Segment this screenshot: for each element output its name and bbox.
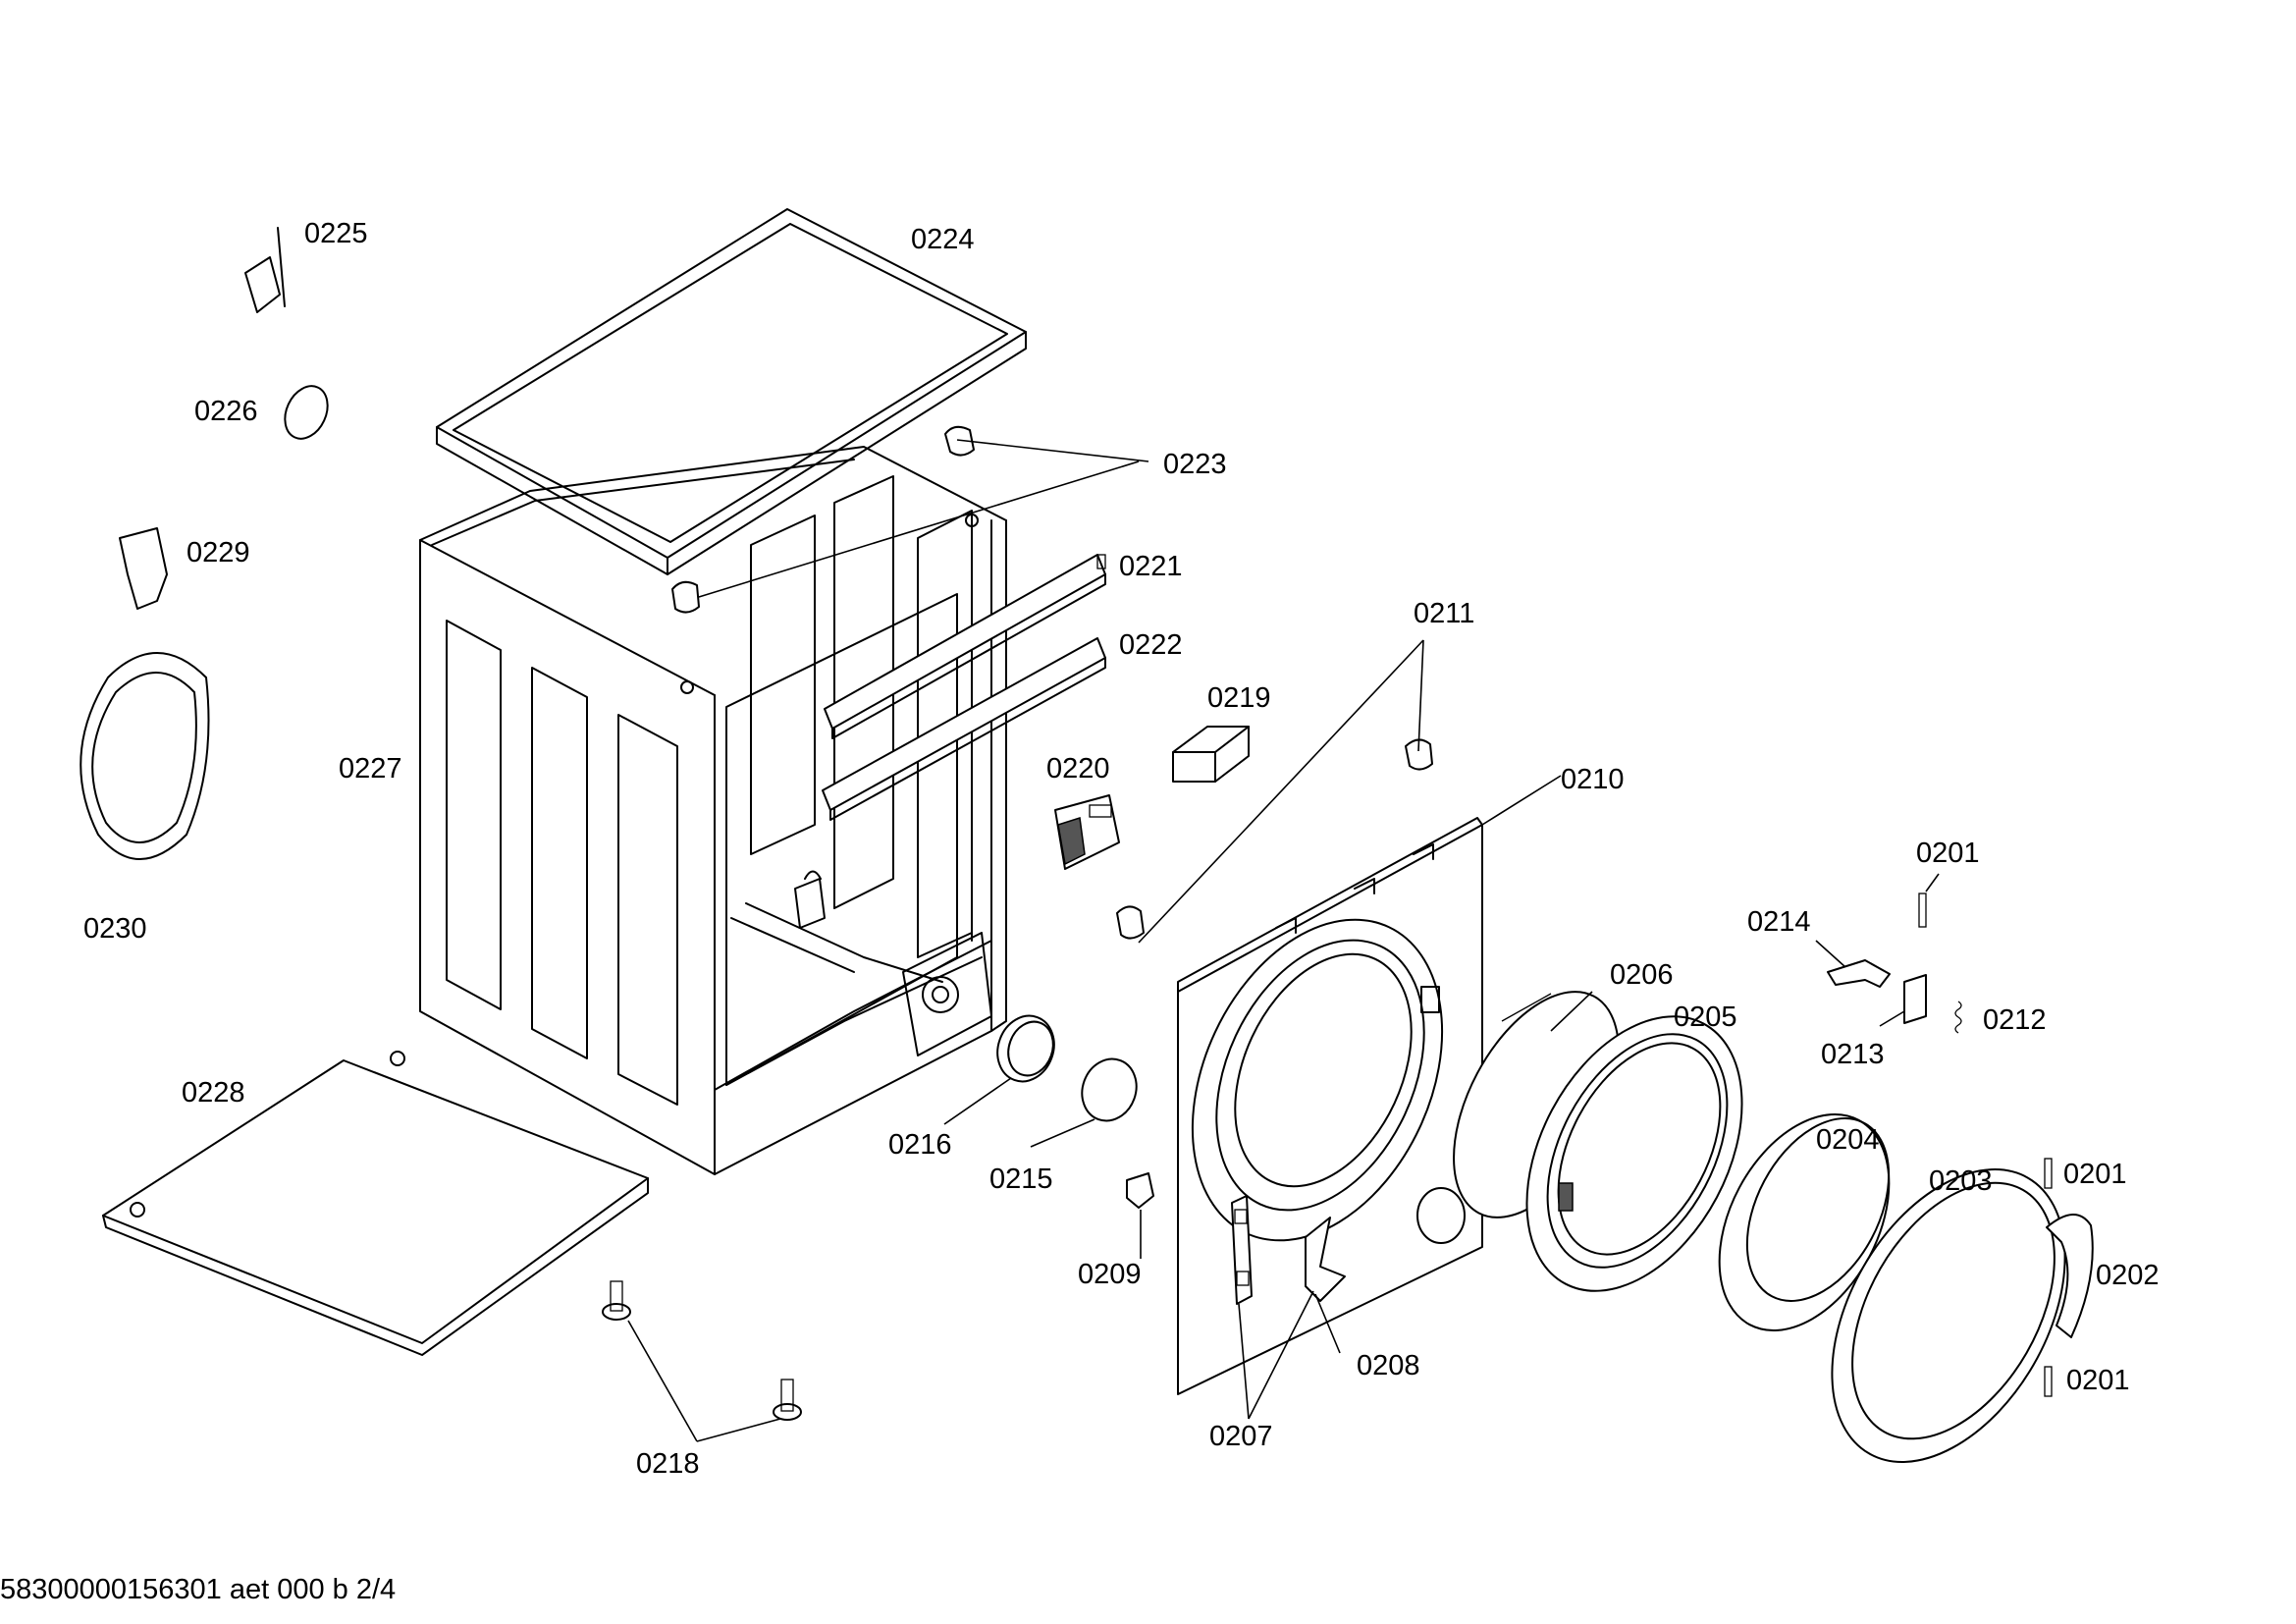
label-0201-mid: 0201 (2063, 1159, 2127, 1190)
part-0213-bracket (1903, 974, 1927, 1024)
label-0225: 0225 (304, 218, 368, 249)
part-0219-block (1172, 726, 1250, 783)
part-0214-catch (1827, 959, 1891, 988)
part-0215-cap (1081, 1057, 1138, 1122)
label-0203: 0203 (1929, 1165, 1993, 1197)
part-0218-screws (602, 1280, 802, 1421)
label-0208: 0208 (1357, 1350, 1420, 1381)
part-0220-door-lock (1054, 794, 1120, 870)
label-0220: 0220 (1046, 753, 1110, 785)
part-0216-ring (996, 1014, 1055, 1083)
part-0225-cable-holder (244, 227, 286, 313)
part-0205-inner-frame (1525, 1015, 1743, 1292)
label-0226: 0226 (194, 396, 258, 427)
part-0229-clamp (119, 527, 168, 610)
part-0222-rail (822, 637, 1106, 821)
part-0223-brackets (671, 425, 975, 614)
label-0222: 0222 (1119, 629, 1183, 661)
label-0216: 0216 (888, 1129, 952, 1161)
label-0201-top: 0201 (1916, 838, 1980, 869)
part-labels: 0225 0224 0226 0223 0229 0221 0211 0222 … (83, 218, 2160, 1480)
label-0229: 0229 (187, 537, 250, 568)
label-0227: 0227 (339, 753, 402, 785)
label-0230: 0230 (83, 913, 147, 945)
label-0211: 0211 (1414, 598, 1474, 629)
label-0206: 0206 (1610, 959, 1674, 991)
label-0218: 0218 (636, 1448, 700, 1480)
part-0203-outer-ring (1831, 1168, 2066, 1463)
label-0215: 0215 (989, 1164, 1053, 1195)
part-0212-spring (1954, 1001, 1962, 1034)
part-0208-lever (1305, 1217, 1346, 1302)
part-0210-front-panel (1177, 817, 1483, 1395)
part-0227-cabinet-frame (419, 446, 1007, 1175)
label-0209: 0209 (1078, 1259, 1142, 1290)
part-0202-handle (2046, 1214, 2094, 1338)
label-0213: 0213 (1821, 1039, 1885, 1070)
part-0209-screw (1126, 1172, 1154, 1209)
label-0204: 0204 (1816, 1124, 1880, 1156)
part-0230-gasket (80, 652, 210, 860)
label-0210: 0210 (1561, 764, 1625, 795)
leader-lines (627, 439, 1940, 1442)
label-0221: 0221 (1119, 551, 1183, 582)
footer-document-code: 58300000156301 aet 000 b 2/4 (0, 1574, 396, 1605)
label-0205: 0205 (1674, 1001, 1737, 1033)
part-0211-clips (1116, 738, 1433, 940)
part-0221-rail (824, 554, 1106, 739)
label-0201-bottom: 0201 (2066, 1365, 2130, 1396)
part-0207-hinge (1231, 1195, 1253, 1305)
label-0224: 0224 (911, 224, 975, 255)
label-0202: 0202 (2096, 1260, 2160, 1291)
part-0226-cap (284, 385, 329, 440)
label-0228: 0228 (182, 1077, 245, 1109)
label-0214: 0214 (1747, 906, 1811, 938)
label-0207: 0207 (1209, 1421, 1273, 1452)
part-0228-base-plate (102, 1051, 649, 1356)
part-0224-top-cover (436, 208, 1027, 575)
part-0201-pins (1918, 893, 2053, 1397)
label-0219: 0219 (1207, 682, 1271, 714)
label-0212: 0212 (1983, 1004, 2047, 1036)
label-0223: 0223 (1163, 449, 1227, 480)
